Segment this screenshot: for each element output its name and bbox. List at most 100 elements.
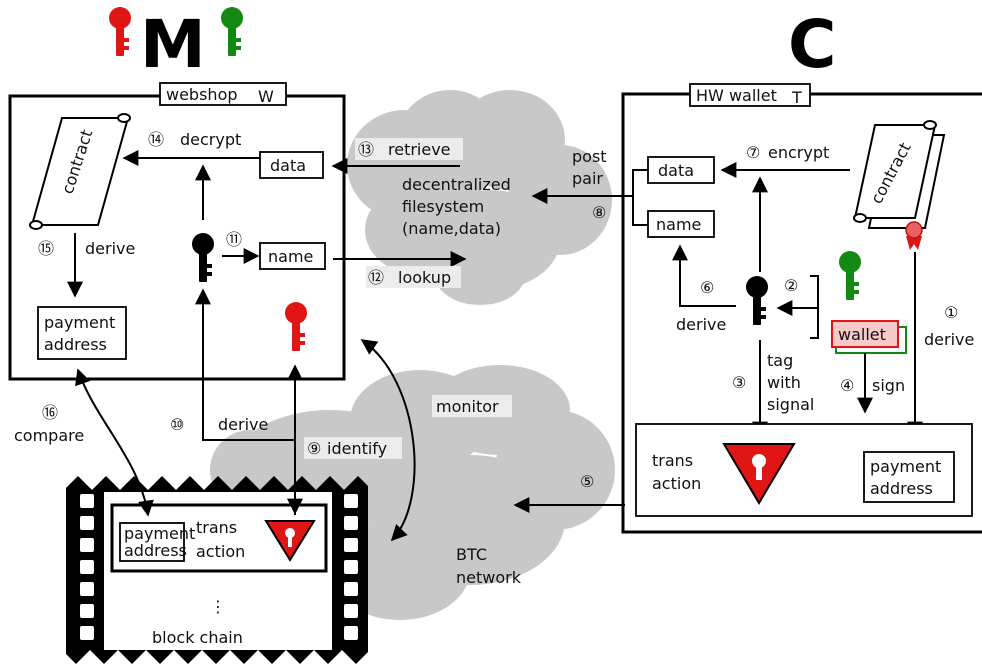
wallet-payment-line2: address <box>870 479 933 498</box>
block-trans-line2: action <box>196 542 245 561</box>
webshop-payment-line2: address <box>44 335 107 354</box>
monitor-label: monitor <box>436 397 499 416</box>
wallet-title: HW wallet <box>696 86 777 105</box>
wallet-key-icon <box>746 276 768 325</box>
block-ellipsis: ⋮ <box>210 597 226 616</box>
step7-num: ⑦ <box>746 143 760 162</box>
step13-text: retrieve <box>388 140 451 159</box>
wallet-public-key-icon <box>839 251 861 300</box>
sprocket-hole <box>344 516 358 530</box>
wallet-name-label: name <box>656 215 701 234</box>
webshop-name-box <box>259 242 326 270</box>
wallet-payment-line1: payment <box>870 457 941 476</box>
sprocket-hole <box>80 604 94 618</box>
webshop-name-label: name <box>268 247 313 266</box>
webshop-data-label: data <box>270 156 306 175</box>
sprocket-hole <box>344 560 358 574</box>
merchant-letter: M <box>140 6 206 83</box>
step15-text: derive <box>85 239 135 258</box>
webshop-tag: W <box>258 87 274 106</box>
dfs-line2: filesystem <box>402 197 484 216</box>
step14-num: ⑭ <box>148 130 164 149</box>
wallet-box-label: wallet <box>838 325 886 344</box>
step15-num: ⑮ <box>38 239 54 258</box>
retrieve-label-bg <box>355 138 463 160</box>
sprocket-hole <box>80 560 94 574</box>
arrow-derive-name <box>672 244 736 307</box>
sprocket-hole <box>344 494 358 508</box>
step6-num: ⑥ <box>700 278 714 297</box>
step11-num: ⑪ <box>226 230 242 249</box>
sprocket-hole <box>80 626 94 640</box>
sprocket-hole <box>344 626 358 640</box>
step5-num: ⑤ <box>580 472 594 491</box>
step4-text: sign <box>872 376 905 395</box>
dfs-cloud <box>347 90 612 305</box>
block-payment-line2: address <box>124 541 187 560</box>
webshop-private-key-icon <box>285 302 307 351</box>
step1-num: ① <box>944 303 958 322</box>
tag-line3: signal <box>767 395 814 414</box>
wallet-title-box <box>689 83 811 107</box>
customer-letter: C <box>788 6 836 83</box>
wallet-tag: T <box>791 88 802 107</box>
wallet-payment-address-box <box>863 451 955 503</box>
wallet-box <box>831 320 899 348</box>
step12-text: lookup <box>398 268 451 287</box>
merchant-public-key-icon <box>221 7 243 56</box>
step3-num: ③ <box>732 373 746 392</box>
step9-text: identify <box>327 439 387 458</box>
step2-num: ② <box>784 276 798 295</box>
step7-text: encrypt <box>768 143 829 162</box>
arrow-compare <box>75 368 154 517</box>
sprocket-hole <box>80 516 94 530</box>
step13-num: ⑬ <box>358 140 374 159</box>
webshop-key-icon <box>192 233 214 282</box>
post-line2: pair <box>572 169 603 188</box>
arrow-monitor <box>360 339 416 542</box>
merchant-private-key-icon <box>109 7 131 56</box>
step9-num: ⑨ <box>307 439 321 458</box>
webshop-title-box <box>159 82 287 106</box>
tag-line2: with <box>767 373 801 392</box>
wallet-name-box <box>647 210 715 238</box>
sprocket-holes <box>80 494 358 640</box>
dfs-line3: (name,data) <box>402 219 501 238</box>
monitor-label-bg <box>432 395 512 417</box>
step1-text: derive <box>924 330 974 349</box>
dfs-line1: decentralized <box>402 175 511 194</box>
bracket-post <box>632 169 648 226</box>
block-payment-line1: payment <box>124 524 195 543</box>
btc-line1: BTC <box>456 545 487 564</box>
block-chain-label: block chain <box>152 628 243 647</box>
sprocket-hole <box>80 538 94 552</box>
webshop-title: webshop <box>166 85 238 104</box>
step10-num: ⑩ <box>170 415 184 434</box>
sprocket-hole <box>344 604 358 618</box>
wax-seal-icon <box>905 221 923 250</box>
step10-text: derive <box>218 415 268 434</box>
tag-line1: tag <box>767 351 793 370</box>
lookup-label-bg <box>366 266 461 288</box>
step12-num: ⑫ <box>368 268 384 287</box>
block-payment-address-box <box>119 522 185 562</box>
webshop-data-box <box>259 151 324 179</box>
wallet-trans-line2: action <box>652 474 701 493</box>
step16-text: compare <box>14 426 84 445</box>
wallet-data-label: data <box>658 161 694 180</box>
identify-label-bg <box>304 437 402 459</box>
webshop-payment-address-box <box>37 306 127 360</box>
step16-num: ⑯ <box>42 403 58 422</box>
webshop-payment-line1: payment <box>44 313 115 332</box>
wallet-trans-line1: trans <box>652 451 693 470</box>
block-warning-triangle-icon <box>264 520 316 562</box>
step14-text: decrypt <box>180 130 241 149</box>
step4-num: ④ <box>840 376 854 395</box>
sprocket-hole <box>80 582 94 596</box>
block-trans-line1: trans <box>196 518 237 537</box>
wallet-data-box <box>647 156 715 184</box>
sprocket-hole <box>344 538 358 552</box>
step6-text: derive <box>676 315 726 334</box>
sprocket-hole <box>344 582 358 596</box>
